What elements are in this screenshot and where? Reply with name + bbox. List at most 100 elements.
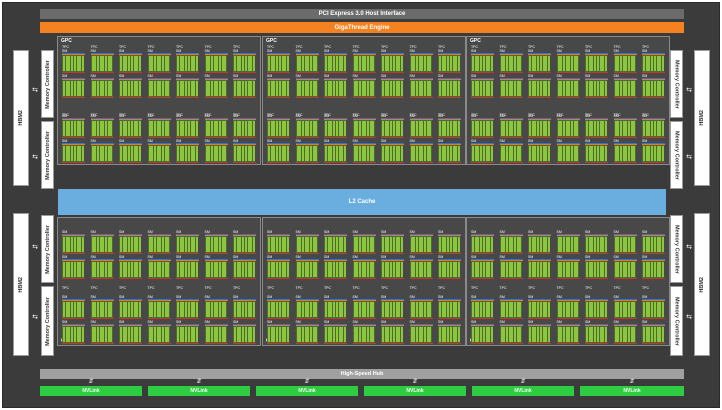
sm-bus-line xyxy=(90,300,114,301)
sm-block xyxy=(147,120,170,137)
cuda-core xyxy=(151,81,154,96)
sm-label: SM xyxy=(613,49,619,53)
cuda-core xyxy=(296,56,299,71)
cuda-core xyxy=(236,56,239,71)
cuda-core xyxy=(565,237,568,252)
sm-block xyxy=(642,261,664,278)
cuda-core xyxy=(156,262,159,277)
cuda-core xyxy=(630,302,633,317)
sm-label: SM xyxy=(642,74,648,78)
cuda-core xyxy=(105,56,107,71)
cuda-core xyxy=(418,121,421,136)
cuda-core xyxy=(413,81,416,96)
cuda-core xyxy=(490,81,493,96)
cuda-core xyxy=(296,121,299,136)
cuda-core xyxy=(645,81,648,96)
cuda-core xyxy=(94,327,97,342)
sm-label: SM xyxy=(267,74,273,78)
cuda-core xyxy=(630,237,633,252)
sm-label: SM xyxy=(204,295,210,299)
cuda-core xyxy=(278,262,281,277)
sm-bus-line xyxy=(295,259,319,260)
cuda-core xyxy=(547,121,550,136)
cuda-core xyxy=(542,56,545,71)
sm-block xyxy=(267,236,289,253)
sm-label: SM xyxy=(267,320,273,324)
cuda-core xyxy=(447,262,450,277)
cuda-core xyxy=(474,262,477,277)
cuda-core xyxy=(310,81,312,96)
sm-label: SM xyxy=(613,295,619,299)
cuda-core xyxy=(653,237,656,252)
cuda-core xyxy=(358,56,361,71)
sm-block xyxy=(556,236,579,253)
sm-bus-line xyxy=(409,278,433,279)
cuda-core xyxy=(338,327,341,342)
cuda-core xyxy=(330,262,333,277)
cuda-core xyxy=(364,56,367,71)
cuda-core xyxy=(307,56,310,71)
tpc-label: TPC xyxy=(352,113,360,117)
cuda-core xyxy=(193,262,196,277)
sm-block xyxy=(528,55,550,72)
nvlink-port: NVLink xyxy=(472,386,574,396)
sm-bus-line xyxy=(90,79,114,80)
cuda-core xyxy=(353,327,356,342)
sm-block xyxy=(556,55,579,72)
sm-bus-line xyxy=(90,299,114,300)
cuda-core xyxy=(505,237,508,252)
cuda-core xyxy=(415,237,418,252)
cuda-core xyxy=(94,81,97,96)
cuda-core xyxy=(250,327,253,342)
sm-label: SM xyxy=(267,255,273,259)
sm-label: SM xyxy=(119,255,125,259)
cuda-core xyxy=(472,262,474,277)
cuda-core xyxy=(164,237,167,252)
sm-bus-line xyxy=(556,260,580,261)
cuda-core xyxy=(426,121,429,136)
sm-bus-line xyxy=(90,78,114,79)
sm-block xyxy=(204,301,227,318)
sm-bus-line xyxy=(295,325,319,326)
cuda-core xyxy=(148,121,151,136)
cuda-core xyxy=(153,262,156,277)
cuda-core xyxy=(125,237,128,252)
sm-block xyxy=(204,145,227,162)
cuda-core xyxy=(367,146,369,161)
cuda-core xyxy=(392,327,395,342)
cuda-core xyxy=(485,146,488,161)
bidirectional-arrow-icon: ⇆ xyxy=(32,154,38,161)
sm-bus-line xyxy=(528,53,551,54)
sm-bus-line xyxy=(119,278,142,279)
cuda-core xyxy=(630,56,633,71)
sm-bus-line xyxy=(585,260,608,261)
sm-label: SM xyxy=(147,139,153,143)
sm-bus-line xyxy=(642,325,665,326)
sm-bus-line xyxy=(204,79,228,80)
cuda-core xyxy=(477,121,480,136)
sm-bus-line xyxy=(499,79,523,80)
sm-label: SM xyxy=(295,114,301,118)
cuda-core xyxy=(472,327,474,342)
cuda-core xyxy=(128,302,131,317)
cuda-core xyxy=(91,146,94,161)
cuda-core xyxy=(415,56,418,71)
sm-bus-line xyxy=(147,234,171,235)
cuda-core xyxy=(604,121,607,136)
sm-block xyxy=(499,80,522,97)
cuda-core xyxy=(413,262,416,277)
cuda-core xyxy=(213,81,216,96)
cuda-core xyxy=(633,56,636,71)
cuda-core xyxy=(361,56,364,71)
tpc-label: TPC xyxy=(381,45,388,49)
nvlink-port: NVLink xyxy=(40,386,142,396)
sm-label: SM xyxy=(528,255,534,259)
cuda-core xyxy=(221,56,224,71)
cuda-core xyxy=(557,302,560,317)
cuda-core xyxy=(356,146,359,161)
sm-label: SM xyxy=(471,320,477,324)
cuda-core xyxy=(661,237,664,252)
sm-bus-line xyxy=(233,118,256,119)
cuda-core xyxy=(247,327,250,342)
cuda-core xyxy=(424,56,426,71)
